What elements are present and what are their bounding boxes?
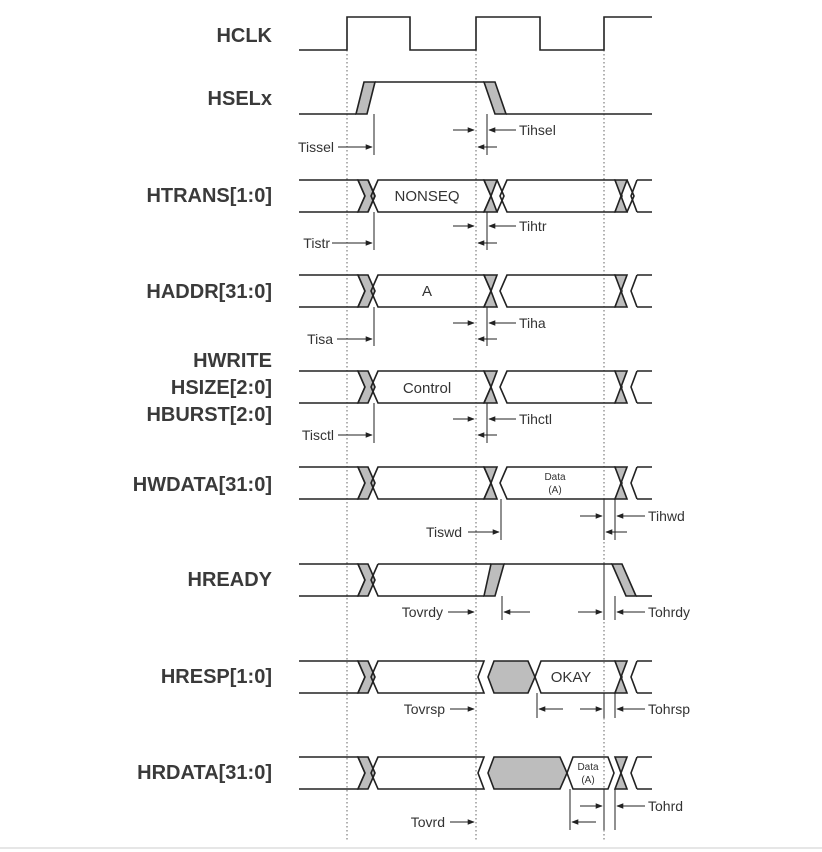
hrdata-label: HRDATA[31:0] [137,762,272,784]
tohrd-label: Tohrd [648,798,683,814]
hwdata-value-line2: (A) [548,485,561,496]
tistr-label: Tistr [303,235,330,251]
control-value: Control [403,380,451,397]
hresp-timing [450,693,645,718]
hselx-waveform [299,81,652,115]
control-timing [338,403,516,443]
hrdata-value-line2: (A) [581,775,594,786]
tihsel-label: Tihsel [519,122,556,138]
hsize-label: HSIZE[2:0] [171,377,272,399]
hready-timing [448,564,645,620]
hwdata-label: HWDATA[31:0] [133,474,272,496]
hwrite-label: HWRITE [193,350,272,372]
tovrd-label: Tovrd [411,814,445,830]
tovrsp-label: Tovrsp [404,701,445,717]
tihctl-label: Tihctl [519,411,552,427]
hready-label: HREADY [188,569,273,591]
hclk-label: HCLK [216,25,272,47]
htrans-label: HTRANS[1:0] [146,185,272,207]
hresp-value: OKAY [551,669,592,686]
tisctl-label: Tisctl [302,427,334,443]
tovrdy-label: Tovrdy [402,604,443,620]
hresp-label: HRESP[1:0] [161,666,272,688]
htrans-timing [332,212,516,250]
hrdata-waveform [299,756,652,790]
htrans-value: NONSEQ [394,188,459,205]
haddr-waveform [299,274,652,308]
hwdata-timing [468,499,645,540]
tihtr-label: Tihtr [519,218,547,234]
clock-edge-guides [346,18,605,840]
tihwd-label: Tihwd [648,508,685,524]
tohrdy-label: Tohrdy [648,604,690,620]
control-waveform [299,370,652,404]
tissel-label: Tissel [298,139,334,155]
haddr-value: A [422,283,432,300]
hburst-label: HBURST[2:0] [146,404,272,426]
hwdata-value-line1: Data [544,472,566,483]
haddr-timing [337,307,516,346]
tiha-label: Tiha [519,315,546,331]
haddr-label: HADDR[31:0] [146,281,272,303]
hready-waveform [299,563,652,597]
tiswd-label: Tiswd [426,524,462,540]
hwdata-waveform [299,466,652,500]
tohrsp-label: Tohrsp [648,701,690,717]
hselx-timing [338,114,516,155]
htrans-waveform [299,179,652,213]
hrdata-value-line1: Data [577,762,599,773]
tisa-label: Tisa [307,331,333,347]
hclk-waveform [299,16,652,51]
hselx-label: HSELx [208,88,272,110]
hrdata-timing [450,789,645,830]
hresp-waveform [299,660,652,694]
